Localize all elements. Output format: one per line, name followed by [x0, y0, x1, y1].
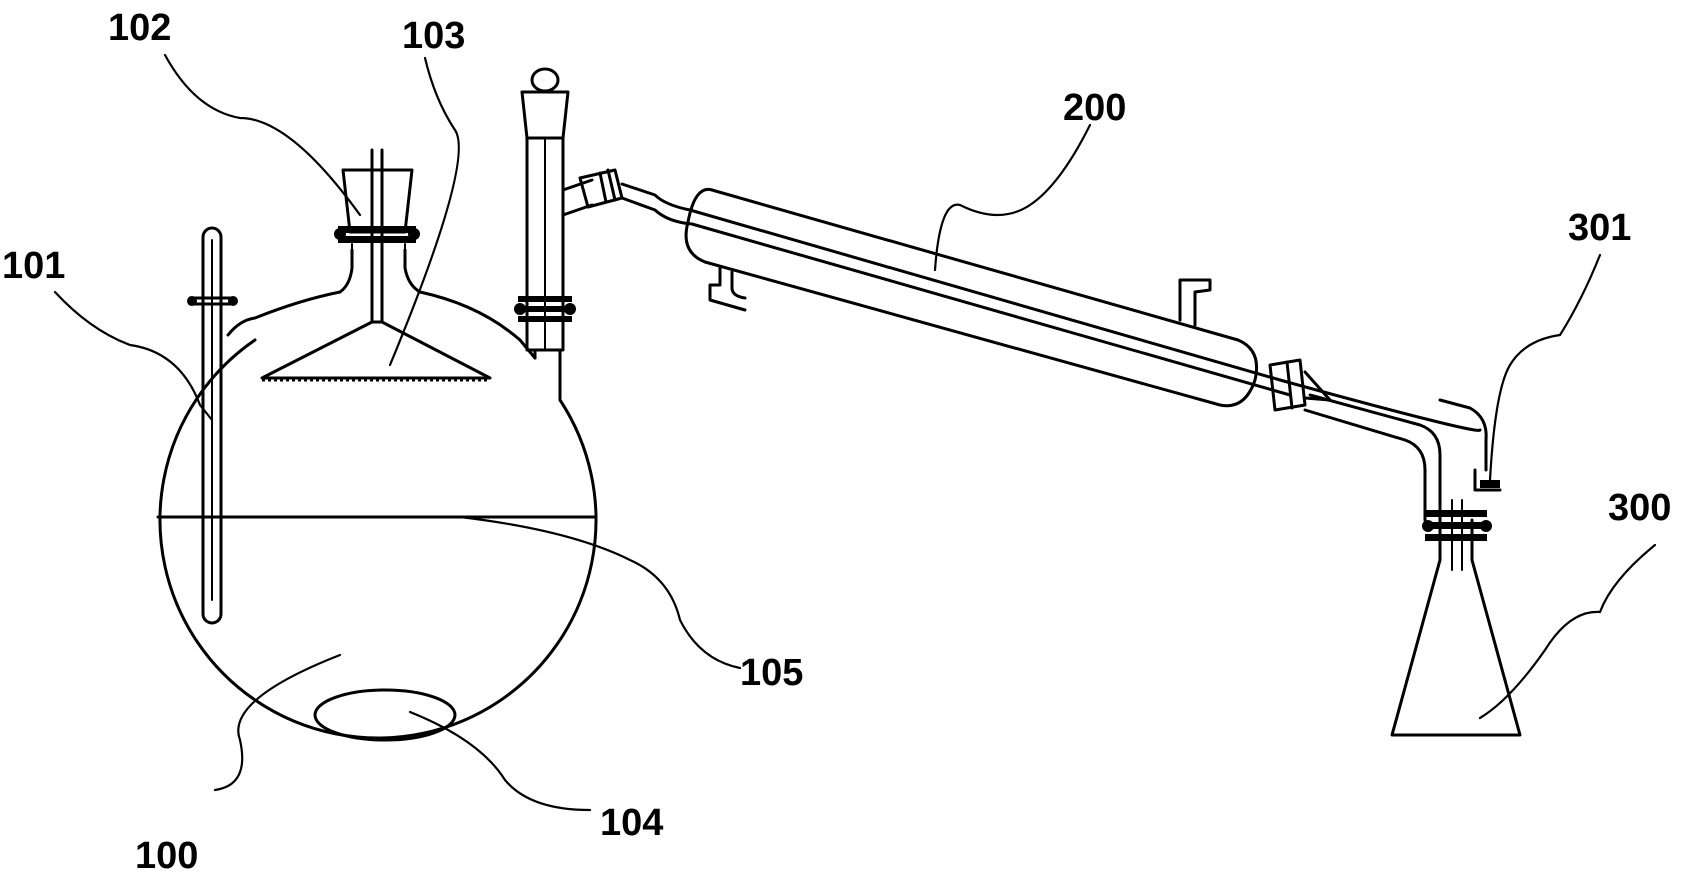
label-100: 100 — [135, 835, 198, 877]
stirrer-blade — [260, 320, 492, 382]
label-102: 102 — [108, 7, 171, 49]
leader-104 — [408, 710, 592, 812]
leader-101 — [53, 290, 214, 422]
leader-300 — [1478, 543, 1657, 720]
leader-301 — [1488, 253, 1602, 482]
distillation-head — [514, 67, 594, 364]
label-300: 300 — [1608, 487, 1671, 529]
leader-102 — [163, 53, 362, 217]
label-105: 105 — [740, 652, 803, 694]
leader-100 — [213, 653, 342, 792]
receiver-adapter — [1303, 393, 1488, 522]
side-arm-joint — [578, 168, 624, 209]
stirrer-adapter — [334, 148, 420, 324]
leader-200 — [933, 123, 1092, 272]
leader-103 — [388, 56, 460, 367]
vent-tube — [1473, 468, 1502, 492]
label-101: 101 — [2, 245, 65, 287]
stir-bar — [313, 688, 457, 742]
label-301: 301 — [1568, 207, 1631, 249]
leader-lines — [53, 53, 1657, 812]
condenser — [620, 182, 1482, 432]
label-104: 104 — [600, 802, 663, 844]
leader-105 — [458, 515, 742, 670]
label-103: 103 — [402, 15, 465, 57]
thermometer — [187, 226, 238, 625]
label-200: 200 — [1063, 87, 1126, 129]
receiver-flask — [1390, 499, 1522, 737]
